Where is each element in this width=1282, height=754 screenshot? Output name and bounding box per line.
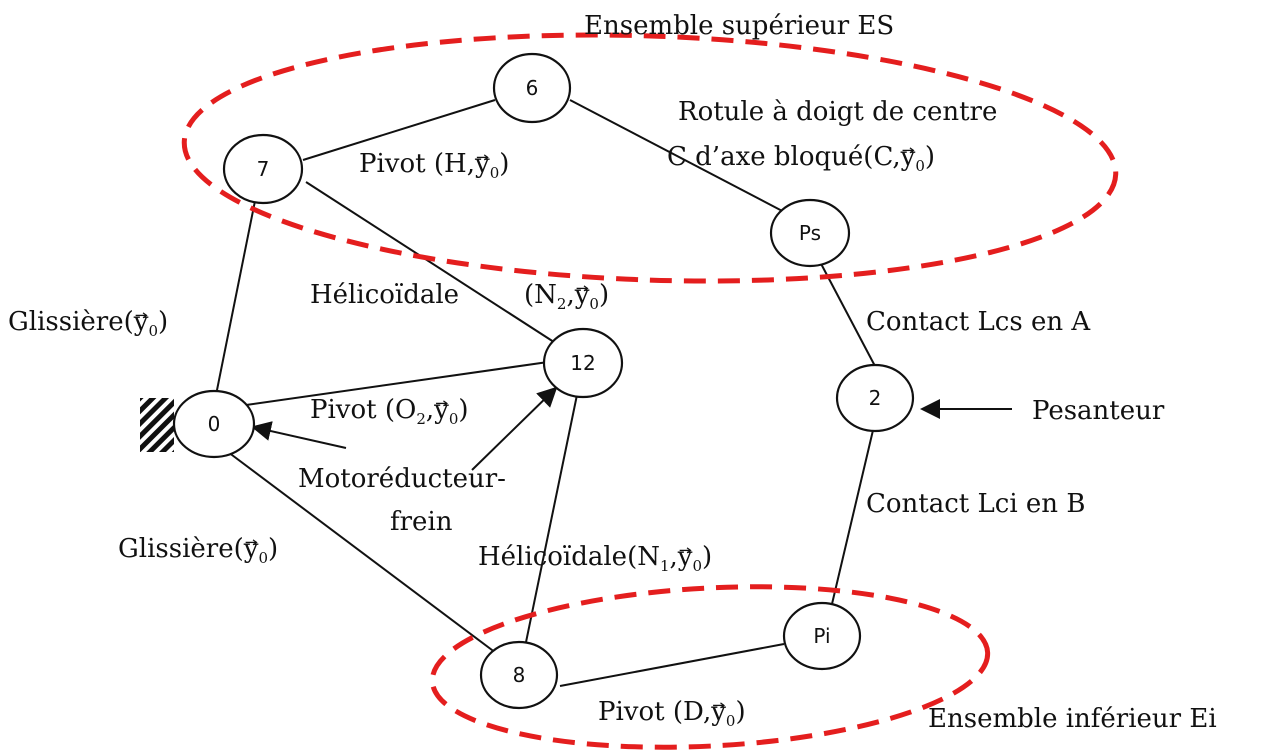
label-glissiere-top: Glissière(y0) (8, 307, 168, 340)
node-ps-label: Ps (799, 221, 821, 245)
edge-12-8 (524, 389, 579, 648)
node-0: 0 (172, 389, 256, 459)
node-7-label: 7 (257, 157, 270, 181)
vector-arrow-icon (713, 702, 726, 709)
node-8-label: 8 (513, 663, 526, 687)
vector-arrow-icon (135, 312, 148, 319)
node-6: 6 (492, 52, 572, 124)
node-7: 7 (222, 133, 304, 205)
edge-7-6 (302, 99, 496, 161)
label-pesanteur: Pesanteur (1032, 396, 1165, 426)
vector-arrow-icon (476, 154, 489, 161)
node-0-label: 0 (208, 412, 221, 436)
node-8: 8 (479, 640, 559, 710)
node-6-label: 6 (526, 76, 539, 100)
label-helicoidale-top-point: (N2,y0) (524, 280, 609, 313)
label-motor-line2: frein (390, 507, 453, 537)
label-motor-line1: Motoréducteur- (298, 464, 506, 494)
label-pivot-d: Pivot (D,y0) (598, 697, 746, 730)
arrow-motor-to-0 (251, 421, 347, 449)
edge-2-pi (831, 425, 875, 605)
vector-arrow-icon (436, 400, 448, 407)
label-helicoidale-top: Hélicoïdale (310, 280, 459, 310)
upper-group-title: Ensemble supérieur ES (584, 11, 894, 41)
node-2: 2 (835, 363, 915, 433)
edge-0-12 (245, 361, 549, 406)
label-pivot-h: Pivot (H,y0) (359, 149, 509, 182)
vector-arrow-icon (902, 147, 915, 154)
node-ps: Ps (769, 198, 851, 268)
node-12: 12 (542, 327, 624, 399)
node-pi: Pi (782, 601, 862, 671)
edge-6-ps (569, 99, 789, 215)
node-2-label: 2 (869, 386, 882, 410)
label-glissiere-bottom: Glissière(y0) (118, 534, 278, 567)
lower-group-title: Ensemble inférieur Ei (928, 704, 1217, 734)
edge-0-8 (227, 451, 497, 654)
edge-8-pi (559, 643, 785, 687)
node-12-label: 12 (570, 351, 595, 375)
upper-group-outline (181, 32, 1119, 284)
edge-7-12 (305, 181, 558, 345)
arrow-motor-to-12 (471, 386, 558, 471)
vector-arrow-icon (679, 547, 692, 554)
node-pi-label: Pi (813, 624, 830, 648)
ground-hatch (140, 398, 174, 452)
vector-arrow-icon (576, 285, 589, 292)
label-contact-b: Contact Lci en B (866, 489, 1085, 519)
label-rotule-line2: C d’axe bloqué(C,y0) (667, 142, 935, 175)
edge-7-0 (215, 195, 257, 396)
label-rotule-line1: Rotule à doigt de centre (678, 97, 997, 127)
vector-arrow-icon (245, 539, 258, 546)
label-contact-a: Contact Lcs en A (866, 307, 1091, 337)
lower-group-outline (429, 584, 991, 750)
label-pivot-o2: Pivot (O2,y0) (310, 395, 469, 428)
label-helicoidale-bottom: Hélicoïdale(N1,y0) (478, 542, 712, 575)
